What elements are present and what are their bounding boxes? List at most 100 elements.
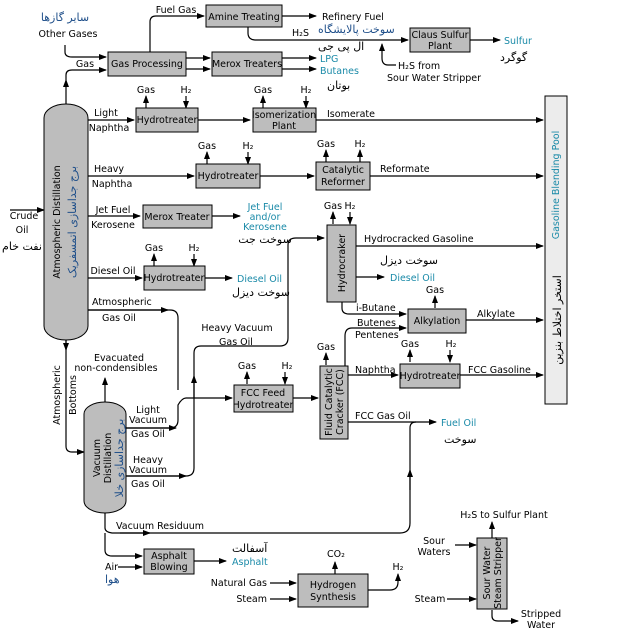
h2s-from-sws-line [379,43,396,66]
other-gases-label: Other Gases [39,29,98,40]
h2-label: H₂ [393,562,404,573]
fcc-unit[interactable]: Fluid Catalytic Cracker (FCC) [319,365,349,440]
vacuum-label-fa: برج جداسازی خلا [113,419,126,498]
reformer-label-1: Catalytic [322,165,364,176]
fuel-gas-line [149,13,205,52]
h2-label: H₂ [181,85,192,96]
gas-label: Gas [254,85,272,96]
claus-label-1: Claus Sulfur [411,30,468,41]
isomerization-plant[interactable]: Isomerization Plant [252,107,317,133]
fcc-label-1: Fluid Catalytic [324,368,335,436]
h2-label: H₂ [189,243,200,254]
hydrotreater-fcc-naphtha[interactable]: Hydrotreater [399,363,461,389]
amine-treating-unit[interactable]: Amine Treating [205,4,283,28]
evacuated-label-2: non-condensibles [74,363,157,374]
hydrotreater-label: Hydrotreater [144,273,205,284]
hvgo-top-label-1: Heavy Vacuum [201,323,272,334]
butanes-label: Butanes [320,66,359,77]
gas-label: Gas [317,139,335,150]
crude-label-fa: نفت خام [2,240,42,253]
sour-water-stripper-unit[interactable]: Sour Water Steam Stripper [476,537,508,610]
reformer-label-2: Reformer [321,177,365,188]
crude-label-1: Crude [10,211,39,222]
hydrotreater-diesel[interactable]: Hydrotreater [143,265,206,291]
merox-treaters-label: Merox Treaters [212,59,282,70]
hydrotreater-label: Hydrotreater [137,115,198,126]
fcc-label-2: Cracker (FCC) [335,369,346,435]
refinery-fuel-fa: سوخت پالایشگاه [318,23,395,36]
asphalt-feed-line [104,533,143,559]
alkylation-unit[interactable]: Alkylation [407,308,467,334]
jet-product-3: Kerosene [243,222,287,233]
hc-diesel-label: Diesel Oil [390,273,435,284]
gas-label: Gas [145,243,163,254]
fcc-feed-label-2: Hydrotreater [233,400,294,411]
asphalt-fa: آسفالت [232,541,268,555]
lpg-label: LPG [320,54,338,65]
h2s-from-label-1: H₂S from [398,61,440,72]
vacuum-residuum-line [104,421,417,534]
hydrocracker-unit[interactable]: Hydrocraker [326,224,357,303]
fuel-oil-label: Fuel Oil [441,418,476,429]
atm-bottoms-line [65,340,85,455]
fcc-gas-oil-label: FCC Gas Oil [355,411,411,422]
fcc-feed-hydrotreater[interactable]: FCC Feed Hydrotreater [233,384,294,413]
butenes-label: Butenes [357,318,396,329]
hvgo-top-label-2: Gas Oil [219,337,253,348]
butenes-line [344,325,407,368]
h2-label: H₂ [282,361,293,372]
i-butane-line [341,302,407,317]
h2s-label: H₂S [292,28,309,39]
butanes-fa: بوتان [327,79,350,92]
jet-product-2: and/or [250,212,281,223]
air-label: Air [105,562,118,573]
heavy-label: Heavy [94,164,124,175]
atm-bottoms-label-2: Bottoms [68,375,79,415]
lvgo-label-3: Gas Oil [131,429,165,440]
sws-label-2: Steam Stripper [493,537,504,609]
lvgo-label-2: Vacuum [129,415,167,426]
gas-label: Gas [324,201,342,212]
hvgo-hydrocracker-line [193,235,325,398]
hc-diesel-fa: سوخت دیزل [380,254,438,267]
gas-label: Gas [238,361,256,372]
hvgo-label-3: Gas Oil [131,479,165,490]
hydrotreater-heavy-naphtha[interactable]: Hydrotreater [195,163,261,189]
hydrotreater-light-naphtha[interactable]: Hydrotreater [135,107,199,133]
lpg-fa: ال پی جی [318,40,364,53]
fuel-oil-fa: سوخت [444,433,477,446]
gasoline-pool-label: Gasoline Blending Pool [551,131,562,240]
merox-treater-unit[interactable]: Merox Treater [142,204,213,229]
catalytic-reformer[interactable]: Catalytic Reformer [315,161,371,191]
hydrotreater-label: Hydrotreater [400,371,461,382]
merox-treater-label: Merox Treater [144,212,209,223]
hydrogen-synthesis-unit[interactable]: Hydrogen Synthesis [297,573,369,608]
evacuated-label-1: Evacuated [94,353,144,364]
refinery-fuel-label: Refinery Fuel [322,12,384,23]
alkylate-label: Alkylate [477,309,515,320]
gas-label: Gas [401,339,419,350]
gas-label: Gas [137,85,155,96]
asphalt-blowing-unit[interactable]: Asphalt Blowing [143,548,195,575]
other-gases-fa: سایر گازها [41,11,89,24]
other-gases-line [64,45,107,60]
atm-gas-oil-label-1: Atmospheric [92,297,152,308]
atm-column-label: Atmospheric Distillation [52,165,63,278]
claus-sulfur-plant[interactable]: Claus Sulfur Plant [409,27,471,53]
h2-out [368,573,401,591]
gas-processing-unit[interactable]: Gas Processing [107,51,187,77]
naphtha-label: Naphtha [92,179,133,190]
gasoline-blending-pool[interactable]: Gasoline Blending Pool استخر اختلاط بنزی… [544,95,568,405]
merox-treaters-unit[interactable]: Merox Treaters [211,51,283,77]
gas-label: Gas [426,285,444,296]
hvgo-label-2: Vacuum [129,465,167,476]
pentenes-label: Pentenes [355,330,399,341]
sws-label-1: Sour Water [482,546,493,599]
h2s-to-sulfur-label: H₂S to Sulfur Plant [460,510,548,521]
vacuum-label-1: Vacuum [92,439,103,477]
jet-product-1: Jet Fuel [247,202,283,213]
sour-waters-label-2: Waters [417,547,450,558]
diesel-product-label: Diesel Oil [237,274,282,285]
naphtha-label: Naphtha [89,123,130,134]
stripped-water-label-1: Stripped [521,609,561,620]
